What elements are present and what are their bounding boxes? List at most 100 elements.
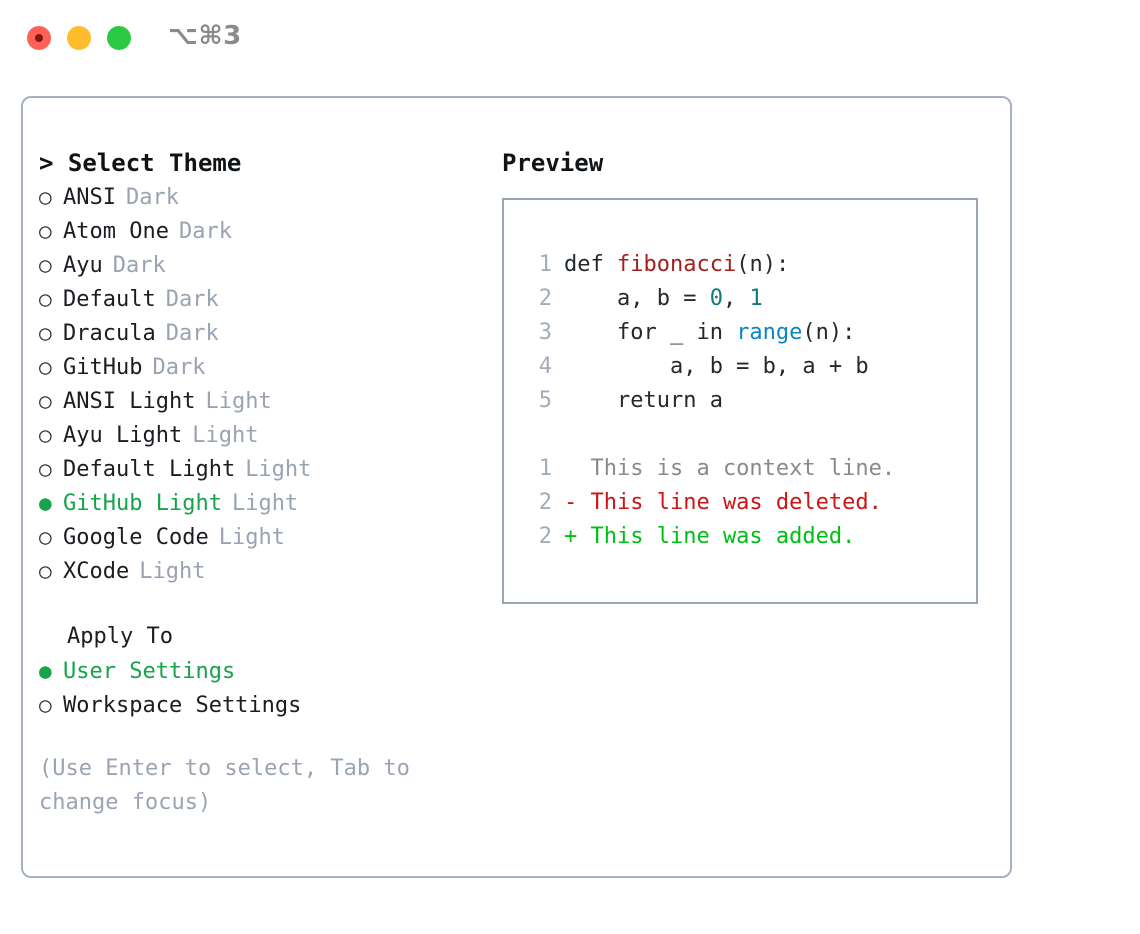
- theme-item-name: GitHub: [63, 355, 143, 380]
- code-line-text: def fibonacci(n):: [564, 248, 789, 282]
- line-number: 3: [538, 320, 552, 345]
- close-button-icon[interactable]: [27, 26, 51, 50]
- theme-item-name: Atom One: [63, 219, 169, 244]
- keyboard-hint-text: (Use Enter to select, Tab to change focu…: [39, 756, 424, 815]
- code-token-plain: a, b =: [564, 286, 710, 311]
- preview-heading: Preview: [502, 149, 604, 177]
- line-number: 4: [538, 354, 552, 379]
- radio-unselected-icon: ○: [39, 321, 52, 345]
- theme-item-variant-tag: Dark: [125, 185, 179, 210]
- code-line-text: a, b = b, a + b: [564, 350, 869, 384]
- code-token-plain: for _ in: [564, 320, 737, 345]
- diff-line-added: 2 + This line was added.: [524, 520, 976, 554]
- radio-unselected-icon: ○: [39, 525, 52, 549]
- theme-item-ayu-light[interactable]: ○ Ayu Light Light: [39, 418, 489, 452]
- code-line: 4 a, b = b, a + b: [524, 350, 976, 384]
- theme-item-variant-tag: Dark: [152, 355, 206, 380]
- radio-selected-icon: ●: [39, 659, 52, 683]
- radio-unselected-icon: ○: [39, 457, 52, 481]
- radio-unselected-icon: ○: [39, 559, 52, 583]
- radio-unselected-icon: ○: [39, 423, 52, 447]
- theme-item-variant-tag: Dark: [178, 219, 232, 244]
- theme-item-default[interactable]: ○ Default Dark: [39, 282, 489, 316]
- theme-item-variant-tag: Light: [218, 525, 285, 550]
- code-token-func: fibonacci: [616, 252, 737, 277]
- code-line-text: for _ in range(n):: [564, 316, 855, 350]
- theme-item-variant-tag: Dark: [165, 287, 219, 312]
- code-token-plain: ,: [722, 286, 750, 311]
- title-bar: ⌥⌘3: [0, 0, 1140, 78]
- radio-unselected-icon: ○: [39, 185, 52, 209]
- theme-item-variant-tag: Light: [231, 491, 299, 516]
- apply-to-section: Apply To ●User Settings○Workspace Settin…: [39, 620, 489, 722]
- code-token-num: 1: [749, 286, 763, 311]
- line-number: 5: [538, 388, 552, 413]
- theme-item-variant-tag: Dark: [112, 253, 166, 278]
- diff-line-text: - This line was deleted.: [564, 490, 882, 515]
- diff-line-text: + This line was added.: [564, 524, 856, 549]
- theme-item-variant-tag: Light: [192, 423, 259, 448]
- theme-item-default-light[interactable]: ○ Default Light Light: [39, 452, 489, 486]
- code-line: 1 def fibonacci(n):: [524, 248, 976, 282]
- radio-unselected-icon: ○: [39, 355, 52, 379]
- diff-line-deleted: 2 - This line was deleted.: [524, 486, 976, 520]
- code-line: 2 a, b = 0, 1: [524, 282, 976, 316]
- code-line: 5 return a: [524, 384, 976, 418]
- code-token-builtin: range: [736, 320, 803, 345]
- window-controls: [27, 26, 131, 50]
- apply-to-options[interactable]: ● User Settings ○Workspace Settings: [39, 654, 489, 722]
- line-number: 1: [538, 252, 552, 277]
- maximize-button-icon[interactable]: [107, 26, 131, 50]
- theme-item-atom-one[interactable]: ○ Atom One Dark: [39, 214, 489, 248]
- code-line-text: a, b = 0, 1: [564, 282, 763, 316]
- theme-item-name: Ayu Light: [63, 423, 183, 448]
- theme-item-name: Default Light: [63, 457, 236, 482]
- code-token-plain: (n):: [802, 320, 856, 345]
- theme-item-name: XCode: [63, 559, 130, 584]
- keyboard-shortcut-label: ⌥⌘3: [168, 21, 242, 51]
- line-number: 2: [538, 524, 552, 549]
- apply-to-option-label: User Settings: [63, 659, 236, 684]
- code-token-plain: def: [564, 252, 617, 277]
- theme-item-variant-tag: Light: [245, 457, 312, 482]
- radio-selected-icon: ●: [39, 491, 52, 515]
- theme-item-github[interactable]: ○ GitHub Dark: [39, 350, 489, 384]
- code-line-text: return a: [564, 384, 723, 418]
- code-token-plain: a, b = b, a + b: [564, 354, 869, 379]
- minimize-button-icon[interactable]: [67, 26, 91, 50]
- apply-to-option-user-settings[interactable]: ● User Settings: [39, 654, 489, 688]
- radio-unselected-icon: ○: [39, 389, 52, 413]
- line-number: 1: [538, 456, 552, 481]
- apply-to-option-workspace-settings[interactable]: ○Workspace Settings: [39, 688, 489, 722]
- theme-item-name: Default: [63, 287, 156, 312]
- apply-to-option-label: Workspace Settings: [63, 693, 302, 718]
- line-number: 2: [538, 490, 552, 515]
- diff-line-text: This is a context line.: [564, 456, 896, 481]
- diff-line-context: 1 This is a context line.: [524, 452, 976, 486]
- code-line: 3 for _ in range(n):: [524, 316, 976, 350]
- code-token-num: 0: [709, 286, 723, 311]
- theme-item-name: ANSI Light: [63, 389, 196, 414]
- theme-item-variant-tag: Dark: [165, 321, 219, 346]
- code-token-plain: (n):: [736, 252, 790, 277]
- diff-sample: 1 This is a context line. 2 - This line wa…: [524, 452, 976, 554]
- radio-unselected-icon: ○: [39, 287, 52, 311]
- radio-unselected-icon: ○: [39, 219, 52, 243]
- code-token-plain: return a: [564, 388, 723, 413]
- line-number: 2: [538, 286, 552, 311]
- code-diff-spacer: [524, 418, 976, 452]
